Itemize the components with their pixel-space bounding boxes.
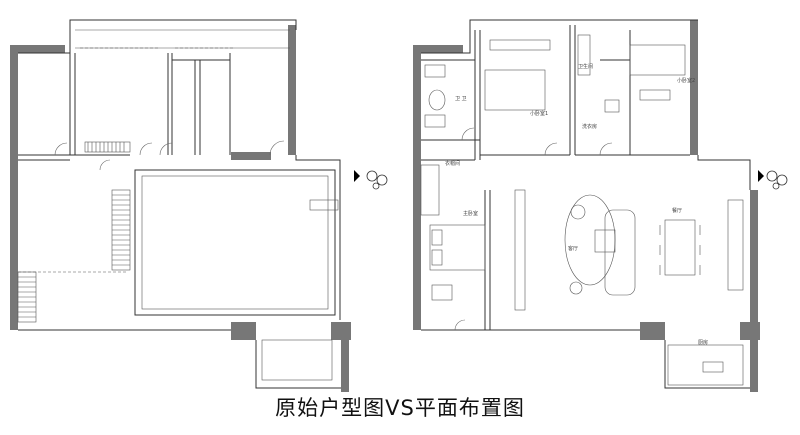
wall: [413, 45, 463, 53]
sink: [424, 114, 446, 128]
wall: [288, 25, 296, 155]
bed: [484, 69, 546, 111]
partition: [18, 53, 231, 161]
wall: [231, 152, 271, 160]
tv-wall: [514, 189, 526, 311]
entrance-arrow-icon-right: [758, 170, 764, 182]
entrance-person-icon-right: [766, 170, 788, 190]
bed: [629, 44, 686, 76]
bed: [429, 224, 486, 271]
partition: [421, 59, 630, 330]
pillow: [431, 249, 443, 266]
wall: [10, 45, 65, 53]
shaft: [309, 199, 339, 211]
wall: [413, 45, 421, 330]
desk: [489, 39, 551, 51]
room-label: 厨房: [698, 339, 708, 346]
sofa: [604, 209, 636, 296]
main-room-outline: [134, 169, 336, 316]
wall: [640, 322, 665, 340]
furnished-floor-plan: 小卧室1 卫 卫 卫生间 小卧室2 衣帽间 洗衣房 主卧室 客厅 餐厅 厨房: [413, 19, 788, 392]
kitchen-counter: [261, 339, 333, 381]
plant: [570, 204, 586, 220]
room-label: 洗衣房: [582, 123, 597, 130]
room-label: 小卧室1: [530, 110, 548, 117]
entrance-arrow-icon-left: [354, 170, 360, 182]
pillow: [431, 229, 443, 246]
room-label: 小卧室2: [677, 77, 695, 84]
wall: [750, 330, 758, 392]
vanity: [424, 64, 446, 78]
wall: [341, 330, 349, 392]
wall: [231, 322, 256, 340]
cabinet: [577, 34, 591, 76]
original-floor-plan: [10, 19, 388, 392]
dining-table: [664, 219, 696, 276]
armchair: [594, 229, 616, 253]
plant: [569, 281, 583, 295]
dining-chairs: [659, 225, 701, 275]
door-swings: [454, 127, 613, 331]
room-label: 餐厅: [672, 207, 682, 214]
desk: [639, 89, 671, 101]
room-label: 衣帽间: [445, 160, 460, 167]
outline: [421, 19, 751, 389]
nightstand: [431, 284, 453, 301]
wall: [750, 190, 758, 330]
toilet-2: [604, 99, 620, 113]
room-label: 卫 卫: [455, 96, 467, 102]
outline: [18, 19, 341, 389]
partition: [421, 25, 690, 161]
stove: [702, 361, 724, 373]
room-label: 卫生间: [578, 63, 593, 70]
wall: [690, 20, 698, 155]
balcony-line: [75, 29, 290, 49]
room-label: 主卧室: [463, 210, 478, 217]
cabinet: [727, 199, 744, 291]
room-label: 客厅: [568, 245, 578, 252]
wall: [10, 45, 18, 330]
kitchen-counter: [667, 344, 744, 386]
toilet: [428, 89, 446, 111]
caption-title: 原始户型图VS平面布置图: [275, 396, 525, 420]
door-swings: [54, 140, 285, 171]
entrance-person-icon-left: [366, 170, 388, 190]
coffee-table: [564, 194, 616, 286]
stair-stripes: [17, 141, 131, 323]
main-room-inner: [141, 175, 329, 310]
wardrobe: [420, 164, 440, 216]
partition: [172, 59, 230, 155]
